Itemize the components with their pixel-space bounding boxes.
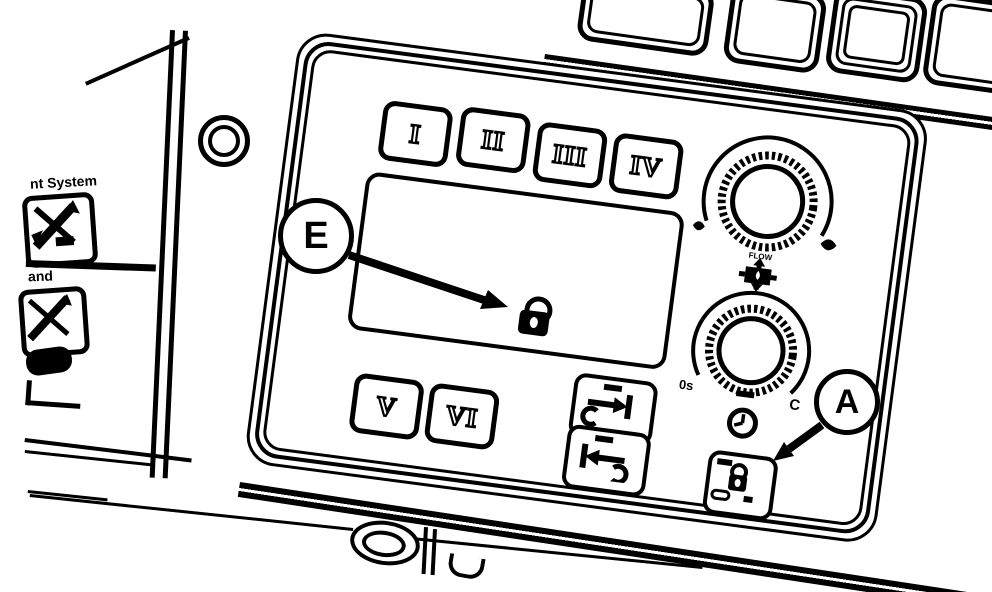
latch-pin-line [421, 527, 428, 575]
panel-gap-edge [149, 30, 190, 479]
retract-button[interactable] [560, 423, 653, 498]
decal-bracket-line [25, 380, 82, 409]
scv-button-5-label: V [373, 389, 399, 424]
illegible-text-mark [716, 458, 733, 467]
latch-arc-line [446, 553, 486, 581]
extend-retract-rocker [560, 371, 660, 498]
knob-cap [716, 316, 786, 386]
knob-range-arc [701, 135, 834, 237]
padlock-icon [517, 294, 555, 338]
scv-button-6-label: VI [443, 398, 481, 434]
callout-e-label: E [303, 214, 329, 257]
partial-button-icon [824, 0, 930, 85]
knob-tick-mark [735, 390, 755, 399]
callout-a: A [814, 369, 880, 435]
knob-cap [730, 164, 806, 240]
flow-label: FLOW [748, 251, 773, 263]
timer-max-label: C [788, 396, 801, 414]
padlock-icon [728, 463, 749, 492]
small-drop-icon [692, 221, 705, 231]
knob-range-arc [691, 290, 812, 395]
decal-pictogram-icon [17, 285, 91, 359]
scv-button-3-label: III [550, 137, 590, 173]
lockout-button[interactable] [701, 449, 780, 522]
scv-button-5[interactable]: V [347, 372, 426, 441]
partial-button-icon [921, 0, 992, 98]
scv-button-3[interactable]: III [531, 120, 609, 190]
flow-knob[interactable]: FLOW [671, 106, 863, 305]
callout-e: E [278, 198, 354, 274]
timer-min-label: 0s [678, 377, 694, 394]
pill-mark [710, 488, 731, 501]
decal-pictogram-icon [21, 191, 99, 269]
large-drop-icon [820, 239, 837, 251]
clock-icon [726, 407, 758, 439]
small-mark [743, 495, 753, 504]
callout-a-label: A [834, 382, 860, 421]
flow-valve-icon [738, 258, 777, 292]
timer-knob[interactable]: 0s C [664, 266, 835, 456]
scv-button-1[interactable]: I [376, 99, 455, 169]
decal-hand-icon [24, 344, 74, 378]
decal-text-and: and [27, 267, 54, 285]
latch-icon [347, 516, 423, 570]
scv-button-6[interactable]: VI [423, 382, 501, 451]
partial-button-icon [575, 0, 716, 58]
scv-button-1-label: I [407, 117, 425, 150]
illegible-text-mark [603, 383, 623, 393]
extend-button[interactable] [567, 371, 660, 447]
partial-button-icon [721, 0, 829, 75]
screw-icon [198, 115, 250, 167]
illegible-text-mark [594, 435, 614, 444]
scv-button-2-label: II [479, 122, 508, 157]
decal-text-system: nt System [29, 172, 98, 192]
scv-button-2[interactable]: II [454, 105, 532, 175]
latch-pin-line [430, 529, 437, 576]
scv-button-4-label: IV [627, 148, 665, 184]
scv-control-panel: I II III IV V VI [243, 30, 931, 546]
scv-button-4[interactable]: IV [607, 132, 685, 201]
